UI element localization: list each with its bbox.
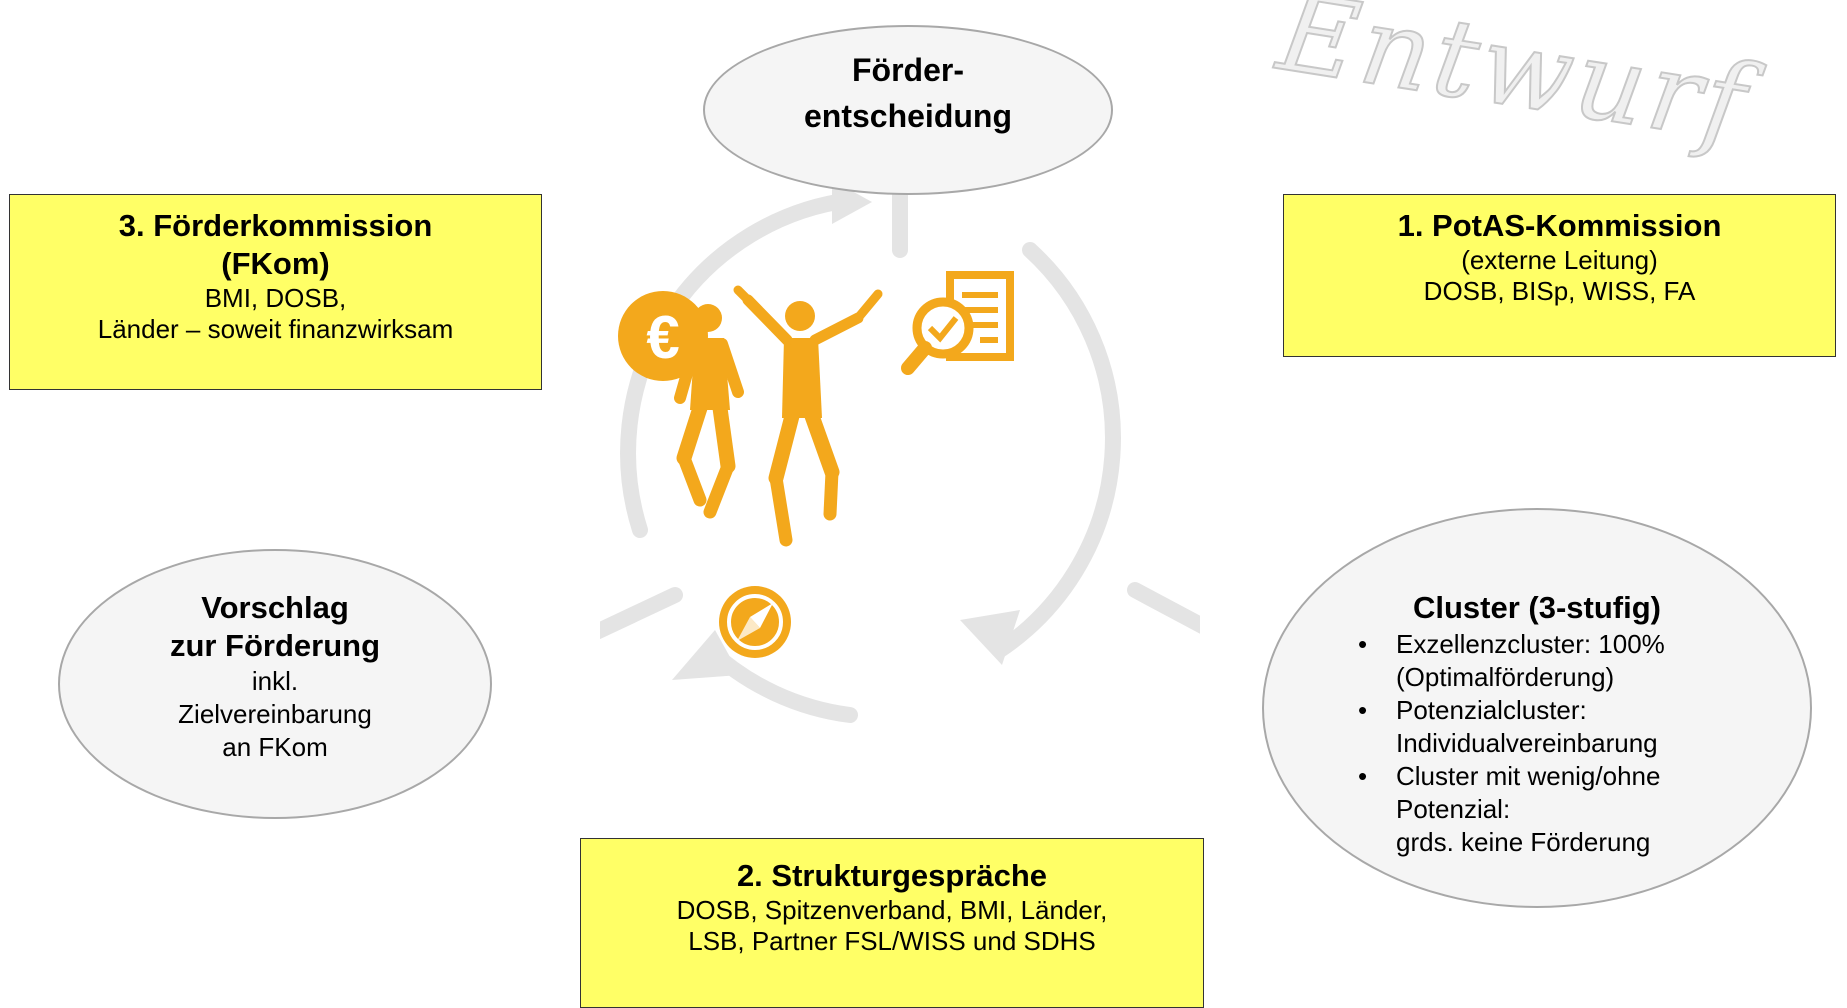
cycle-arrowhead-bottom	[672, 630, 740, 680]
foerderentscheidung-ellipse: Förder- entscheidung	[703, 25, 1113, 195]
watermark-entwurf: Entwurf	[1269, 0, 1758, 169]
potas-kommission-box: 1. PotAS-Kommission (externe Leitung) DO…	[1283, 194, 1836, 357]
cluster-title: Cluster (3-stufig)	[1413, 590, 1661, 625]
compass-icon	[719, 586, 791, 658]
vorschlag-title1: Vorschlag	[201, 590, 349, 625]
cycle-divider-left	[600, 587, 683, 640]
cycle-divider-right	[1127, 582, 1200, 634]
vorschlag-title2: zur Förderung	[169, 628, 381, 663]
foerderkommission-members: BMI, DOSB,	[204, 283, 347, 313]
foerderkommission-subtitle: (FKom)	[221, 246, 330, 281]
cluster-ellipse: Cluster (3-stufig) • Exzellenzcluster: 1…	[1262, 508, 1812, 908]
cluster-item-text: Exzellenzcluster: 100%	[1396, 629, 1665, 659]
strukturgespraeche-title: 2. Strukturgespräche	[736, 858, 1048, 893]
cycle-graphic: €	[600, 157, 1200, 723]
potas-kommission-leitung: (externe Leitung)	[1461, 245, 1658, 275]
bullet-icon: •	[1358, 629, 1368, 659]
cluster-item-text: Cluster mit wenig/ohne	[1396, 761, 1661, 791]
svg-text:€: €	[646, 304, 679, 371]
cluster-item-text: Individualvereinbarung	[1396, 728, 1658, 758]
cluster-item-text: (Optimalförderung)	[1396, 662, 1615, 692]
cluster-list: • Exzellenzcluster: 100% (Optimalförderu…	[1358, 628, 1778, 859]
foerderkommission-title: 3. Förderkommission	[118, 208, 433, 243]
vorschlag-line1: inkl.	[251, 666, 299, 696]
strukturgespraeche-box: 2. Strukturgespräche DOSB, Spitzenverban…	[580, 838, 1204, 1008]
cycle-arrowhead-top	[832, 180, 872, 224]
cluster-item-text: grds. keine Förderung	[1396, 827, 1651, 857]
foerderentscheidung-line1: Förder-	[852, 52, 964, 88]
vorschlag-line2: Zielvereinbarung	[178, 699, 372, 729]
strukturgespraeche-line1: DOSB, Spitzenverband, BMI, Länder,	[676, 895, 1108, 925]
foerderkommission-laender: Länder – soweit finanzwirksam	[97, 314, 454, 344]
cluster-item-wenig: • Cluster mit wenig/ohne Potenzial: grds…	[1358, 760, 1778, 859]
cycle-arrowhead-right	[960, 610, 1020, 665]
cycle-arc-right	[992, 242, 1121, 658]
strukturgespraeche-line2: LSB, Partner FSL/WISS und SDHS	[688, 926, 1096, 956]
cluster-item-exzellenz: • Exzellenzcluster: 100% (Optimalförderu…	[1358, 628, 1778, 694]
potas-kommission-members: DOSB, BISp, WISS, FA	[1423, 276, 1696, 306]
foerderkommission-box: 3. Förderkommission (FKom) BMI, DOSB, Lä…	[9, 194, 542, 390]
cluster-item-potenzial: • Potenzialcluster: Individualvereinbaru…	[1358, 694, 1778, 760]
bullet-icon: •	[1358, 695, 1368, 725]
bullet-icon: •	[1358, 761, 1368, 791]
foerderentscheidung-line2: entscheidung	[803, 98, 1012, 134]
vorschlag-ellipse: Vorschlag zur Förderung inkl. Zielverein…	[58, 549, 492, 819]
potas-kommission-title: 1. PotAS-Kommission	[1397, 208, 1722, 243]
vorschlag-line3: an FKom	[222, 732, 328, 762]
document-check-icon	[901, 271, 1014, 375]
runners-icon	[674, 285, 883, 547]
cluster-item-text: Potenzialcluster:	[1396, 695, 1587, 725]
cluster-item-text: Potenzial:	[1396, 794, 1511, 824]
